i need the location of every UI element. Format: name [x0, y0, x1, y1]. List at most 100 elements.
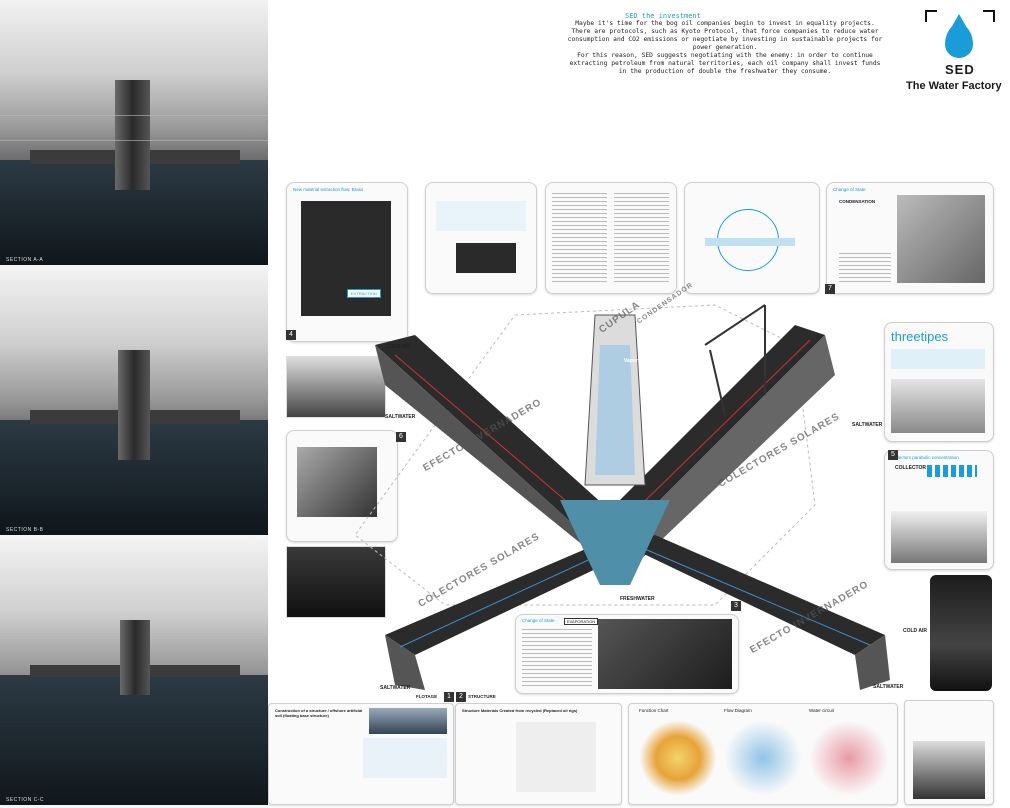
function-chart-image — [639, 720, 717, 796]
label-saltwater-1: SALTWATER — [385, 414, 416, 420]
step-number-2: 2 — [456, 692, 466, 702]
level-line — [0, 115, 268, 116]
section-panel-b: SECTION B-B — [0, 270, 268, 535]
tower-render-image — [913, 741, 985, 799]
level-line — [0, 140, 268, 141]
panel-greenhouse — [286, 430, 398, 542]
collector-image — [891, 511, 987, 563]
interior-photo — [286, 546, 386, 618]
threetipes-options — [891, 349, 985, 369]
section-label-b: SECTION B-B — [6, 527, 44, 533]
section-label-c: SECTION C-C — [6, 797, 44, 803]
arm-ne — [595, 325, 825, 535]
condensation-label: CONDENSATION — [839, 199, 876, 204]
section-label-a: SECTION A-A — [6, 257, 44, 263]
step-number-6: 6 — [396, 432, 406, 442]
freshwater-funnel — [560, 500, 670, 585]
construction-title: Construction of a structure / offshore a… — [275, 708, 363, 718]
label-saltwater-4: SALTWATER — [873, 684, 904, 690]
harbor-photo — [286, 356, 386, 418]
arm-ne-side — [625, 335, 835, 565]
text-block — [839, 253, 891, 283]
extraction-tag: EXTRACTION — [347, 289, 381, 298]
crane — [709, 349, 726, 416]
greenhouse-image — [297, 447, 377, 517]
drop-icons — [927, 465, 977, 477]
logo-text: SED — [945, 62, 975, 77]
section-panel-c: SECTION C-C — [0, 540, 268, 805]
panel-diagrams: Function Chart Flow Diagram Water circui… — [628, 703, 898, 805]
step-number-5: 5 — [888, 450, 898, 460]
structure-title: Structure Materials Created from recycle… — [462, 708, 578, 713]
tower-shape — [118, 350, 150, 460]
panel-title: Collectors parabolic concentration — [891, 455, 959, 460]
vapor-column — [595, 345, 635, 475]
arm-nw-side — [375, 345, 595, 555]
step-number-1: 1 — [444, 692, 454, 702]
water-drop-icon — [945, 14, 973, 58]
panel-co2 — [425, 182, 537, 294]
intro-paragraph-2: For this reason, SED suggests negotiatin… — [569, 52, 881, 75]
text-column — [552, 193, 607, 283]
co2-chart — [436, 201, 526, 231]
evaporation-tag: EVAPORATION — [564, 618, 599, 625]
panel-extraction: New material extraction flow: Brass EXTR… — [286, 182, 408, 342]
tower-night-image — [930, 575, 992, 691]
label-saltwater-3: SALTWATER — [380, 685, 411, 691]
arm-se — [625, 535, 885, 655]
structure-diagram — [516, 722, 596, 792]
tower-shape — [120, 620, 150, 695]
refinery-image — [891, 379, 985, 433]
flow-diagram-image — [724, 720, 802, 796]
intro-paragraph-1: Maybe it's time for the bog oil companie… — [567, 20, 883, 51]
panel-title: Change of State — [522, 618, 555, 623]
threetipes-title: threetipes — [891, 329, 949, 344]
label-structure: STRUCTURE — [468, 694, 496, 699]
panel-construction: Construction of a structure / offshore a… — [268, 703, 454, 805]
section-panel-a: SECTION A-A — [0, 0, 268, 265]
panel-text — [545, 182, 677, 294]
arm-sw-side — [385, 635, 425, 690]
step-number-7: 7 — [825, 284, 835, 294]
sed-logo: SED — [925, 10, 995, 100]
label-vapor: Vapor — [624, 358, 638, 364]
logo-corner — [925, 10, 937, 22]
panel-threetipes: threetipes — [884, 322, 994, 442]
label-cold-air-1: COLD AIR — [386, 344, 410, 350]
tower-shape — [115, 80, 150, 190]
panel-title: Change of State — [833, 187, 866, 192]
text-column — [614, 193, 669, 283]
intro-text: SED the investment Maybe it's time for t… — [565, 12, 885, 76]
step-number-4: 4 — [286, 330, 296, 340]
panel-condensation: Change of State CONDENSATION — [826, 182, 994, 294]
panel-diagram — [684, 182, 820, 294]
platform-diagram — [705, 238, 795, 246]
label-flotage: FLOTAGE — [416, 694, 438, 699]
diagram-2-title: Flow Diagram — [724, 708, 752, 713]
brand-name: The Water Factory — [906, 80, 1002, 92]
panel-tower-render — [904, 700, 994, 805]
construction-diagram — [363, 738, 447, 778]
evaporation-image — [598, 619, 732, 689]
diagram-3-title: Water circuit — [809, 708, 834, 713]
label-saltwater-2: SALTWATER — [852, 422, 883, 428]
diagram-1-title: Function Chart — [639, 708, 669, 713]
pipe-line — [639, 546, 871, 646]
left-sections-strip: SECTION A-A SECTION B-B SECTION C-C — [0, 0, 268, 808]
label-freshwater: FRESHWATER — [620, 596, 655, 602]
arm-sw — [385, 545, 625, 655]
label-cold-air-2: COLD AIR — [903, 628, 927, 634]
water-circuit-image — [809, 720, 889, 796]
panel-title: New material extraction flow: Brass — [293, 187, 364, 192]
text-block — [522, 629, 592, 689]
logo-corner — [983, 10, 995, 22]
condensation-image — [897, 195, 985, 283]
oil-rig-image — [456, 243, 516, 273]
intro-title: SED the investment — [625, 12, 701, 20]
panel-structure: Structure Materials Created from recycle… — [455, 703, 622, 805]
arm-nw — [375, 335, 615, 535]
panel-evaporation: Change of State EVAPORATION — [515, 614, 739, 694]
sea-image — [0, 675, 268, 805]
panel-collectors: Collectors parabolic concentration COLLE… — [884, 450, 994, 570]
crane — [704, 304, 766, 346]
